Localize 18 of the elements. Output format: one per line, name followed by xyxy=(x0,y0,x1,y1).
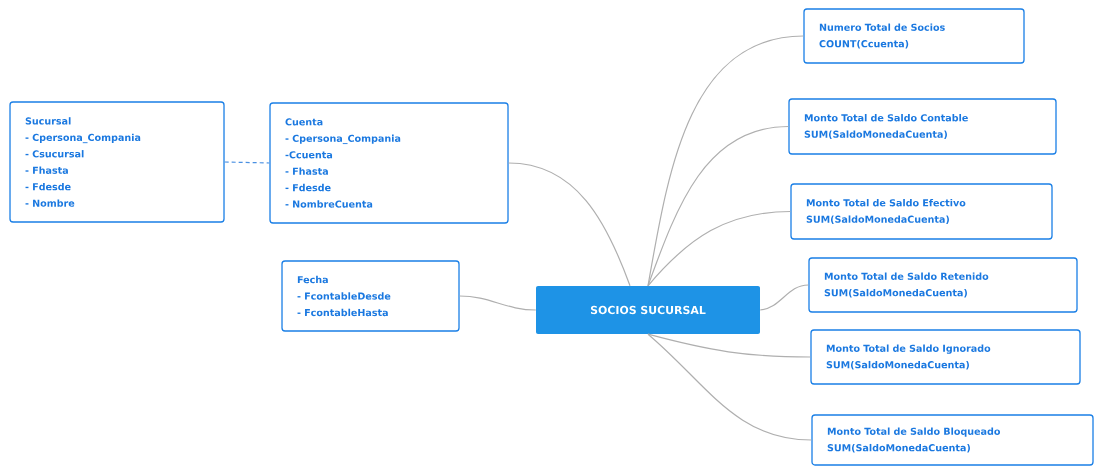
connector-line xyxy=(759,284,809,311)
topic-box: Monto Total de Saldo Ignorado SUM(SaldoMonedaCuenta) xyxy=(810,329,1081,385)
connector-line xyxy=(647,210,791,287)
topic-box: Monto Total de Saldo Efectivo SUM(SaldoMonedaCuenta) xyxy=(790,183,1053,240)
topic-box: Monto Total de Saldo Contable SUM(SaldoMonedaCuenta) xyxy=(788,98,1057,155)
topic-box: Fecha - FcontableDesde - FcontableHasta xyxy=(281,260,460,332)
topic-box: Sucursal - Cpersona_Compania - Csucursal - Fhasta - Fdesde - Nombre xyxy=(9,101,225,223)
topic-box: Cuenta - Cpersona_Compania -Ccuenta - Fhasta - Fdesde - NombreCuenta xyxy=(269,102,509,224)
central-topic-box: SOCIOS SUCURSAL xyxy=(536,286,760,334)
connector-line xyxy=(508,162,631,287)
topic-box: Numero Total de Socios COUNT(Ccuenta) xyxy=(803,8,1025,64)
connector-line xyxy=(459,295,537,311)
connector-line xyxy=(647,125,789,287)
connector-line xyxy=(647,333,812,441)
connector-line xyxy=(647,333,811,358)
topic-box: Monto Total de Saldo Retenido SUM(SaldoMonedaCuenta) xyxy=(808,257,1078,313)
connector-line xyxy=(224,161,270,164)
topic-box: Monto Total de Saldo Bloqueado SUM(SaldoMonedaCuenta) xyxy=(811,414,1094,466)
